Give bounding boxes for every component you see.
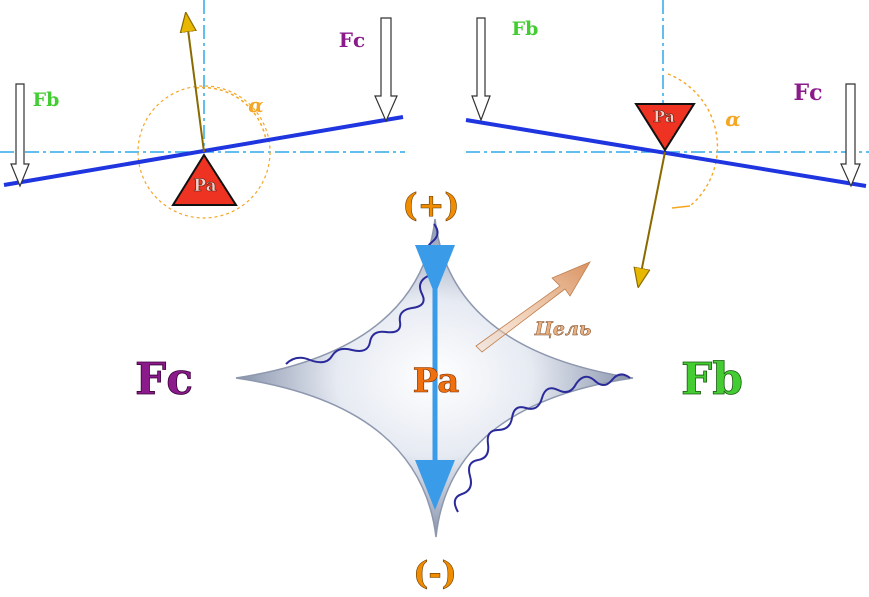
right-reaction-vector xyxy=(640,151,666,278)
right-fulcrum-triangle xyxy=(634,103,696,152)
left-fulcrum-label: Pa xyxy=(193,176,216,196)
right-fb-force-arrow xyxy=(471,17,491,122)
plus-label: (+) xyxy=(402,186,459,224)
left-fc-label: Fc xyxy=(339,28,365,52)
center-pa-label: Pa xyxy=(413,361,460,401)
left-panel: Pa α Fb Fc xyxy=(0,0,405,219)
left-fc-force-arrow xyxy=(374,17,398,123)
right-angle-arc-tip xyxy=(671,205,691,209)
goal-label: Цель xyxy=(534,318,592,340)
left-fb-force-arrow xyxy=(10,83,30,188)
left-fb-label: Fb xyxy=(33,89,60,111)
star-wavy-edge-lower xyxy=(453,373,631,513)
center-star-group: Цель Pa xyxy=(235,218,634,538)
right-angle-label: α xyxy=(725,107,740,131)
minus-label: (-) xyxy=(413,554,457,592)
right-beam xyxy=(465,118,867,188)
right-fb-label: Fb xyxy=(512,18,539,40)
left-fulcrum-triangle xyxy=(171,153,238,206)
left-angle-label: α xyxy=(248,93,263,117)
right-angle-arc xyxy=(667,73,719,207)
right-panel: Pa α Fb Fc xyxy=(465,0,869,278)
center-fc-label: Fc xyxy=(135,354,193,405)
right-fc-force-arrow xyxy=(840,83,861,188)
left-reaction-vector xyxy=(187,22,205,153)
right-fc-label: Fc xyxy=(793,80,822,106)
left-angle-circle xyxy=(137,85,271,219)
center-fb-label: Fb xyxy=(681,354,743,405)
left-angle-arc xyxy=(195,86,267,141)
right-fulcrum-label: Pa xyxy=(653,107,675,126)
goal-arrow xyxy=(475,261,591,353)
